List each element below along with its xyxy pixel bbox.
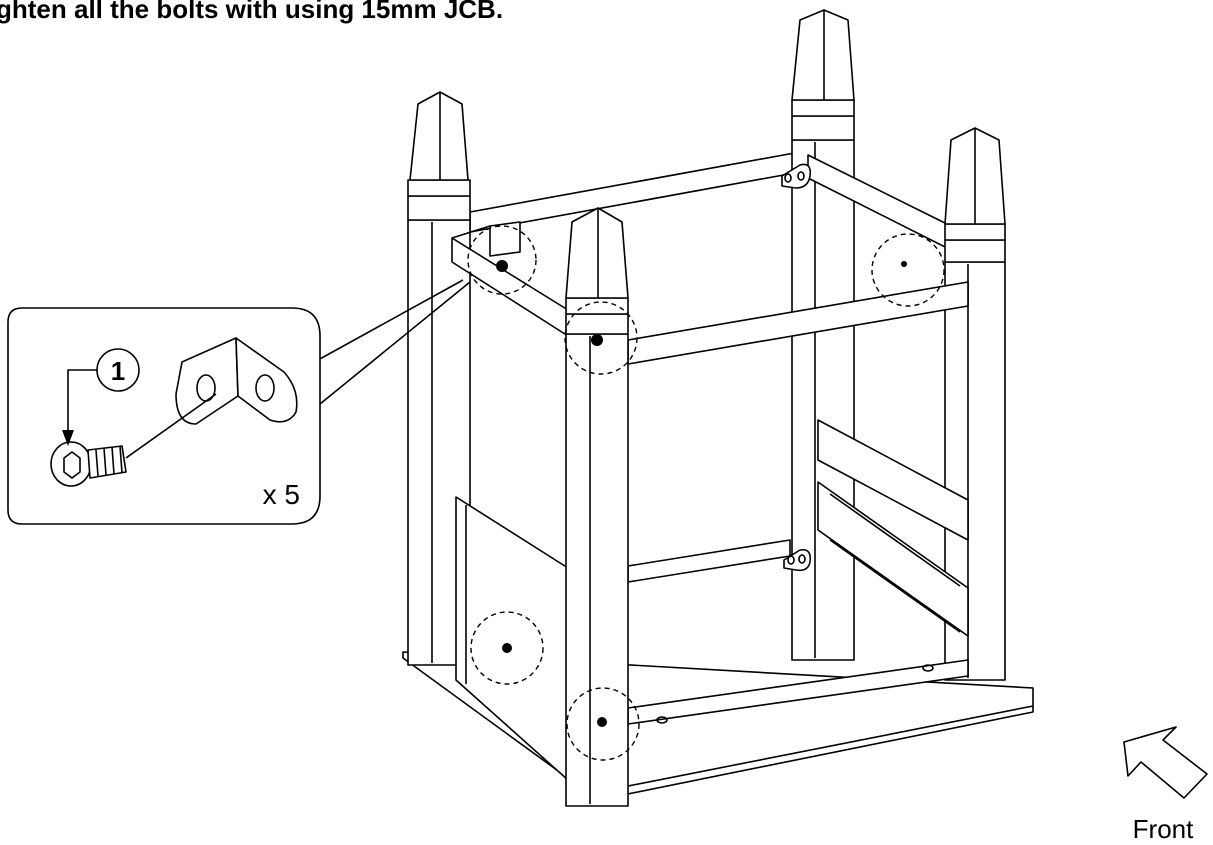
back-apron bbox=[469, 151, 801, 233]
bolt-marker bbox=[566, 687, 640, 761]
bolt-marker bbox=[564, 301, 638, 375]
bolt-icon bbox=[50, 393, 217, 487]
drawer-runners bbox=[817, 419, 969, 637]
instruction-text: ghten all the bolts with using 15mm JCB. bbox=[0, 0, 504, 24]
part-number-label: 1 bbox=[111, 356, 125, 386]
part-number-badge: 1 bbox=[62, 348, 140, 446]
parts-callout: 1 x 5 bbox=[7, 307, 321, 525]
callout-leader bbox=[317, 279, 471, 405]
back-right-leg bbox=[791, 9, 855, 661]
quantity-label: x 5 bbox=[263, 479, 300, 510]
arrow-outline-icon bbox=[1123, 726, 1208, 799]
bracket-icon bbox=[175, 337, 298, 425]
bolt-marker bbox=[871, 233, 945, 307]
front-indicator: Front bbox=[1123, 726, 1208, 844]
front-left-leg bbox=[565, 207, 629, 807]
bolt-marker bbox=[470, 611, 544, 685]
bolt-markers bbox=[467, 225, 945, 761]
bolt-marker bbox=[467, 225, 537, 295]
front-label: Front bbox=[1133, 814, 1194, 844]
corner-bracket-top bbox=[781, 163, 812, 189]
corner-bracket-lower bbox=[783, 548, 812, 572]
